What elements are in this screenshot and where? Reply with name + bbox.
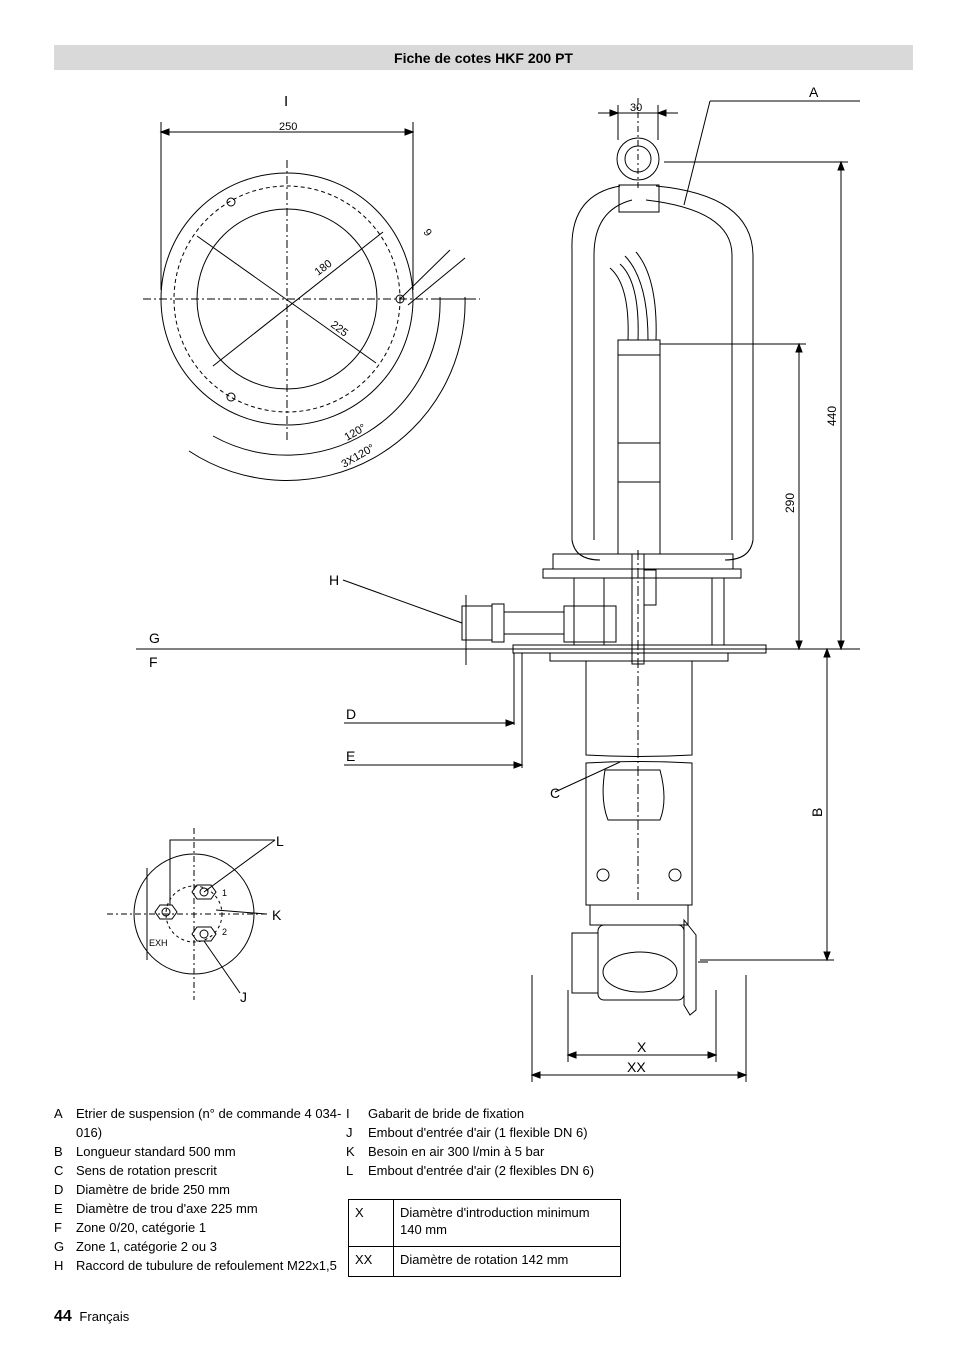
diameter-table: X Diamètre d'introduction minimum 140 mm… [348,1199,621,1277]
flange-labels: I 250 9 180 225 120° 3X120° [279,93,434,471]
port-2-label: 2 [222,927,227,937]
label-H: H [329,572,339,588]
label-X: X [637,1039,647,1055]
page-number: 44 [54,1308,72,1325]
port-1-label: 1 [222,888,227,898]
label-J: J [240,989,247,1005]
page-footer: 44 Français [54,1308,129,1326]
label-A: A [809,84,819,100]
label-K: K [272,907,282,923]
footer-language: Français [79,1309,130,1324]
dim-440: 440 [825,406,839,426]
dim-225: 225 [328,319,350,340]
label-C: C [550,785,560,801]
table-cell-key: XX [348,1246,394,1277]
label-I: I [284,93,288,110]
port-exh-label: EXH [149,938,168,948]
table-row: XX Diamètre de rotation 142 mm [348,1246,621,1277]
air-connection-labels: 1 2 EXH L K J [149,833,284,1005]
dim-290: 290 [783,493,797,513]
table-cell-key: X [348,1199,394,1247]
pump-labels: A 30 440 290 H G F D E C B X XX [149,84,839,1075]
dim-250: 250 [279,121,297,133]
label-D: D [346,706,356,722]
angle-3x120: 3X120° [340,442,377,471]
dim-30: 30 [630,102,642,114]
pump-drawing [136,98,860,1082]
label-B: B [809,808,825,817]
air-connection-detail [107,828,276,1000]
label-G: G [149,630,160,646]
angle-120: 120° [343,422,369,444]
label-L: L [276,833,284,849]
dim-9: 9 [421,227,434,239]
label-XX: XX [627,1059,646,1075]
table-cell-text: Diamètre de rotation 142 mm [393,1246,621,1277]
table-cell-text: Diamètre d'introduction minimum 140 mm [393,1199,621,1247]
table-row: X Diamètre d'introduction minimum 140 mm [348,1199,621,1247]
dim-180: 180 [313,258,335,279]
flange-template [143,122,480,481]
label-E: E [346,748,355,764]
page-title: Fiche de cotes HKF 200 PT [54,45,913,70]
label-F: F [149,654,158,670]
